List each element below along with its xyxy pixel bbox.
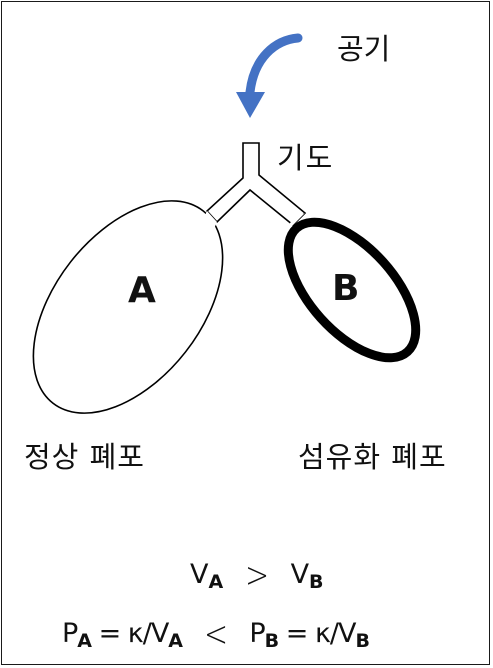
airway-shape (205, 142, 307, 227)
alveolus-b-label: B (332, 268, 360, 309)
pressure-a: PA = κ/VA (62, 618, 183, 652)
volume-a: VA (190, 559, 224, 593)
less-than-symbol: < (203, 614, 228, 655)
volume-b: VB (290, 559, 324, 593)
alveolus-a-label: A (128, 270, 156, 311)
pressure-comparison: PA = κ/VA < PB = κ/VB (62, 614, 370, 655)
fibrotic-alveolus-label: 섬유화 폐포 (298, 440, 447, 474)
air-label: 공기 (337, 32, 391, 66)
greater-than-symbol: > (244, 555, 269, 596)
normal-alveolus-label: 정상 폐포 (24, 440, 145, 474)
fibrotic-alveolus-b (283, 217, 421, 363)
airway-label: 기도 (277, 141, 335, 175)
volume-comparison: VA > VB (190, 555, 324, 596)
pressure-b: PB = κ/VB (249, 618, 370, 652)
curved-arrow-icon (236, 33, 303, 118)
normal-alveolus-a (32, 200, 224, 414)
